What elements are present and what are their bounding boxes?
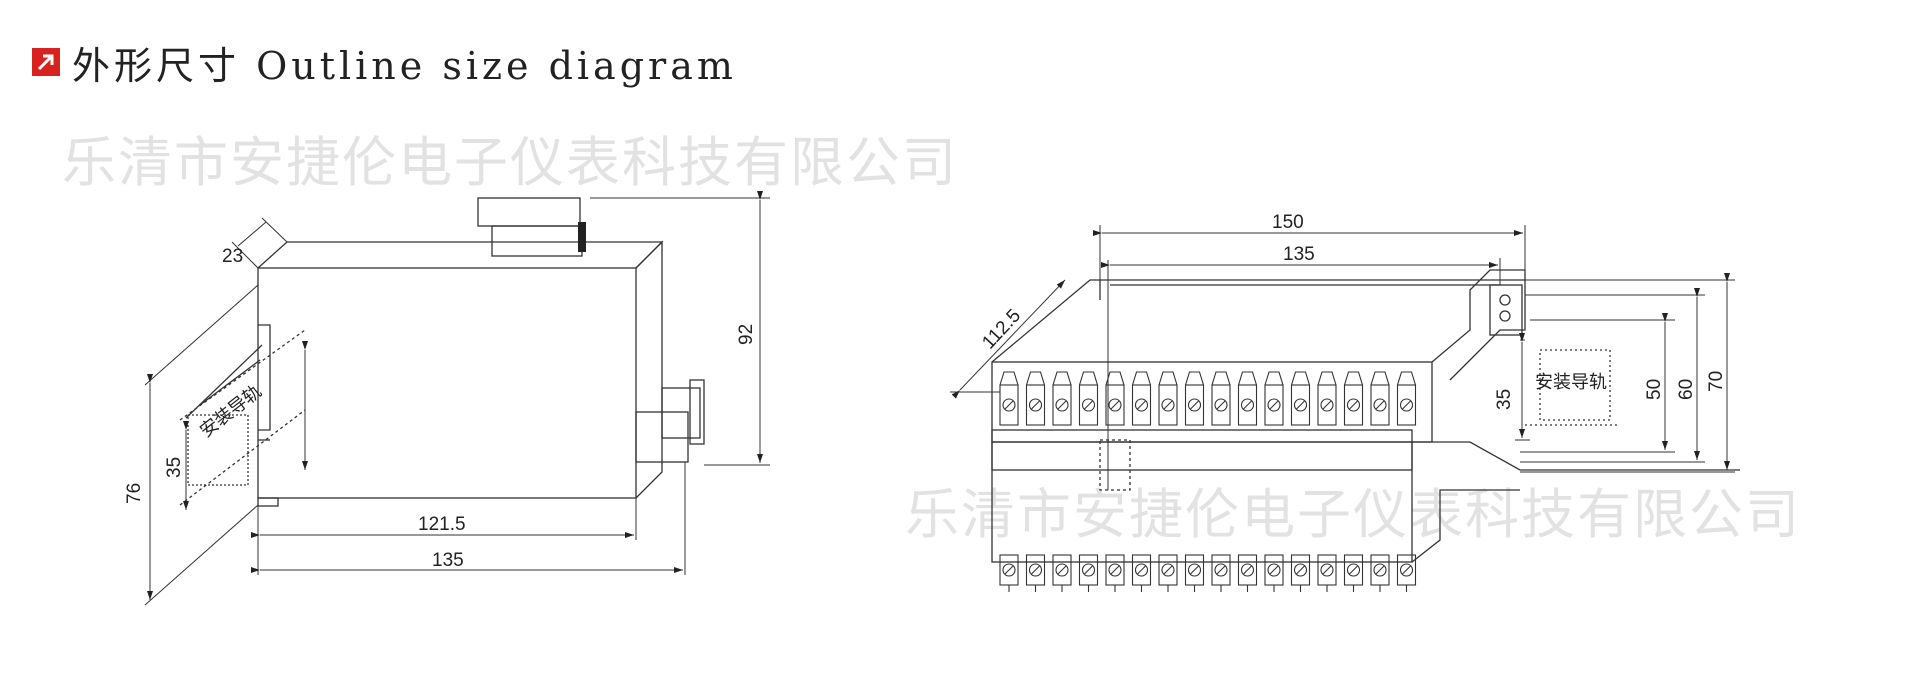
terminal-screw [999,554,1019,592]
rail-label: 安装导轨 [196,381,265,441]
terminal-screw [1158,554,1178,592]
terminal-screw [1317,554,1337,592]
dim-label-height: 92 [736,324,757,345]
terminal-screw [1290,554,1311,592]
terminal-screw [1370,554,1390,592]
terminal-screw [1290,371,1311,426]
terminal-screw [999,371,1019,426]
dim-label-70: 70 [1706,371,1727,392]
arrow-up-right-icon [32,48,60,76]
terminal-screw [1343,371,1364,426]
terminal-screw [1396,554,1417,592]
terminal-screw [1078,554,1099,592]
dim-label-60: 60 [1676,379,1697,400]
dim-label-total-width: 150 [1272,212,1304,233]
terminal-block-top [999,371,1417,426]
dim-label-rail-height: 35 [164,457,185,478]
terminal-screw [1078,371,1099,426]
terminal-screw [1025,371,1046,426]
dim-label-total-height: 76 [124,483,145,504]
header: 外形尺寸 Outline size diagram [32,38,737,88]
terminal-screw [1025,554,1046,592]
left-view [144,191,770,606]
terminal-screw [1396,371,1417,426]
dim-label-inner-width: 135 [1283,244,1315,265]
page-title: 外形尺寸 Outline size diagram [72,43,737,88]
terminal-screw [1052,371,1072,426]
terminal-screw [1237,554,1258,592]
rail-label: 安装导轨 [1535,372,1607,392]
terminal-screw [1105,554,1125,592]
dim-label-50: 50 [1644,379,1665,400]
terminal-screw [1370,371,1390,426]
dim-label-depth-top: 23 [222,246,243,267]
terminal-screw [1158,371,1178,426]
right-view [950,225,1740,563]
terminal-screw [1184,554,1205,592]
terminal-screw [1105,371,1125,426]
terminal-screw [1317,371,1337,426]
terminal-screw [1343,554,1364,592]
terminal-block-bottom [999,554,1417,592]
terminal-screw [1131,371,1152,426]
dim-label-body-length: 121.5 [418,514,466,535]
terminal-screw [1264,371,1284,426]
terminal-screw [1131,554,1152,592]
terminal-screw [1264,554,1284,592]
terminal-screw [1184,371,1205,426]
terminal-screw [1211,371,1231,426]
terminal-screw [1052,554,1072,592]
terminal-screw [1211,554,1231,592]
right-view-labels: 150 135 112.5 35 50 60 70 安装导轨 [978,212,1727,410]
dim-label-rail-height: 35 [1494,389,1515,410]
dim-label-total-length: 135 [432,550,464,571]
terminal-screw [1237,371,1258,426]
